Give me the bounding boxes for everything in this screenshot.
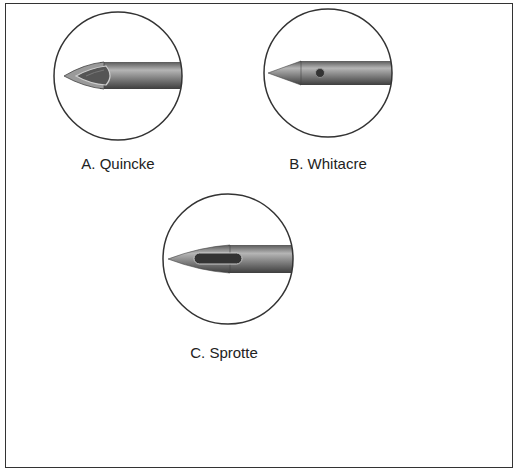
whitacre-needle bbox=[268, 61, 400, 85]
quincke-needle bbox=[64, 62, 200, 89]
sprotte-needle bbox=[168, 245, 308, 273]
needle-label: A. Quincke bbox=[81, 155, 154, 172]
needle-label: B. Whitacre bbox=[289, 155, 367, 172]
frame bbox=[6, 4, 513, 468]
detail-circle bbox=[54, 12, 182, 140]
detail-circle bbox=[264, 9, 392, 137]
detail-circle bbox=[163, 194, 293, 324]
needle-label: C. Sprotte bbox=[190, 344, 258, 361]
